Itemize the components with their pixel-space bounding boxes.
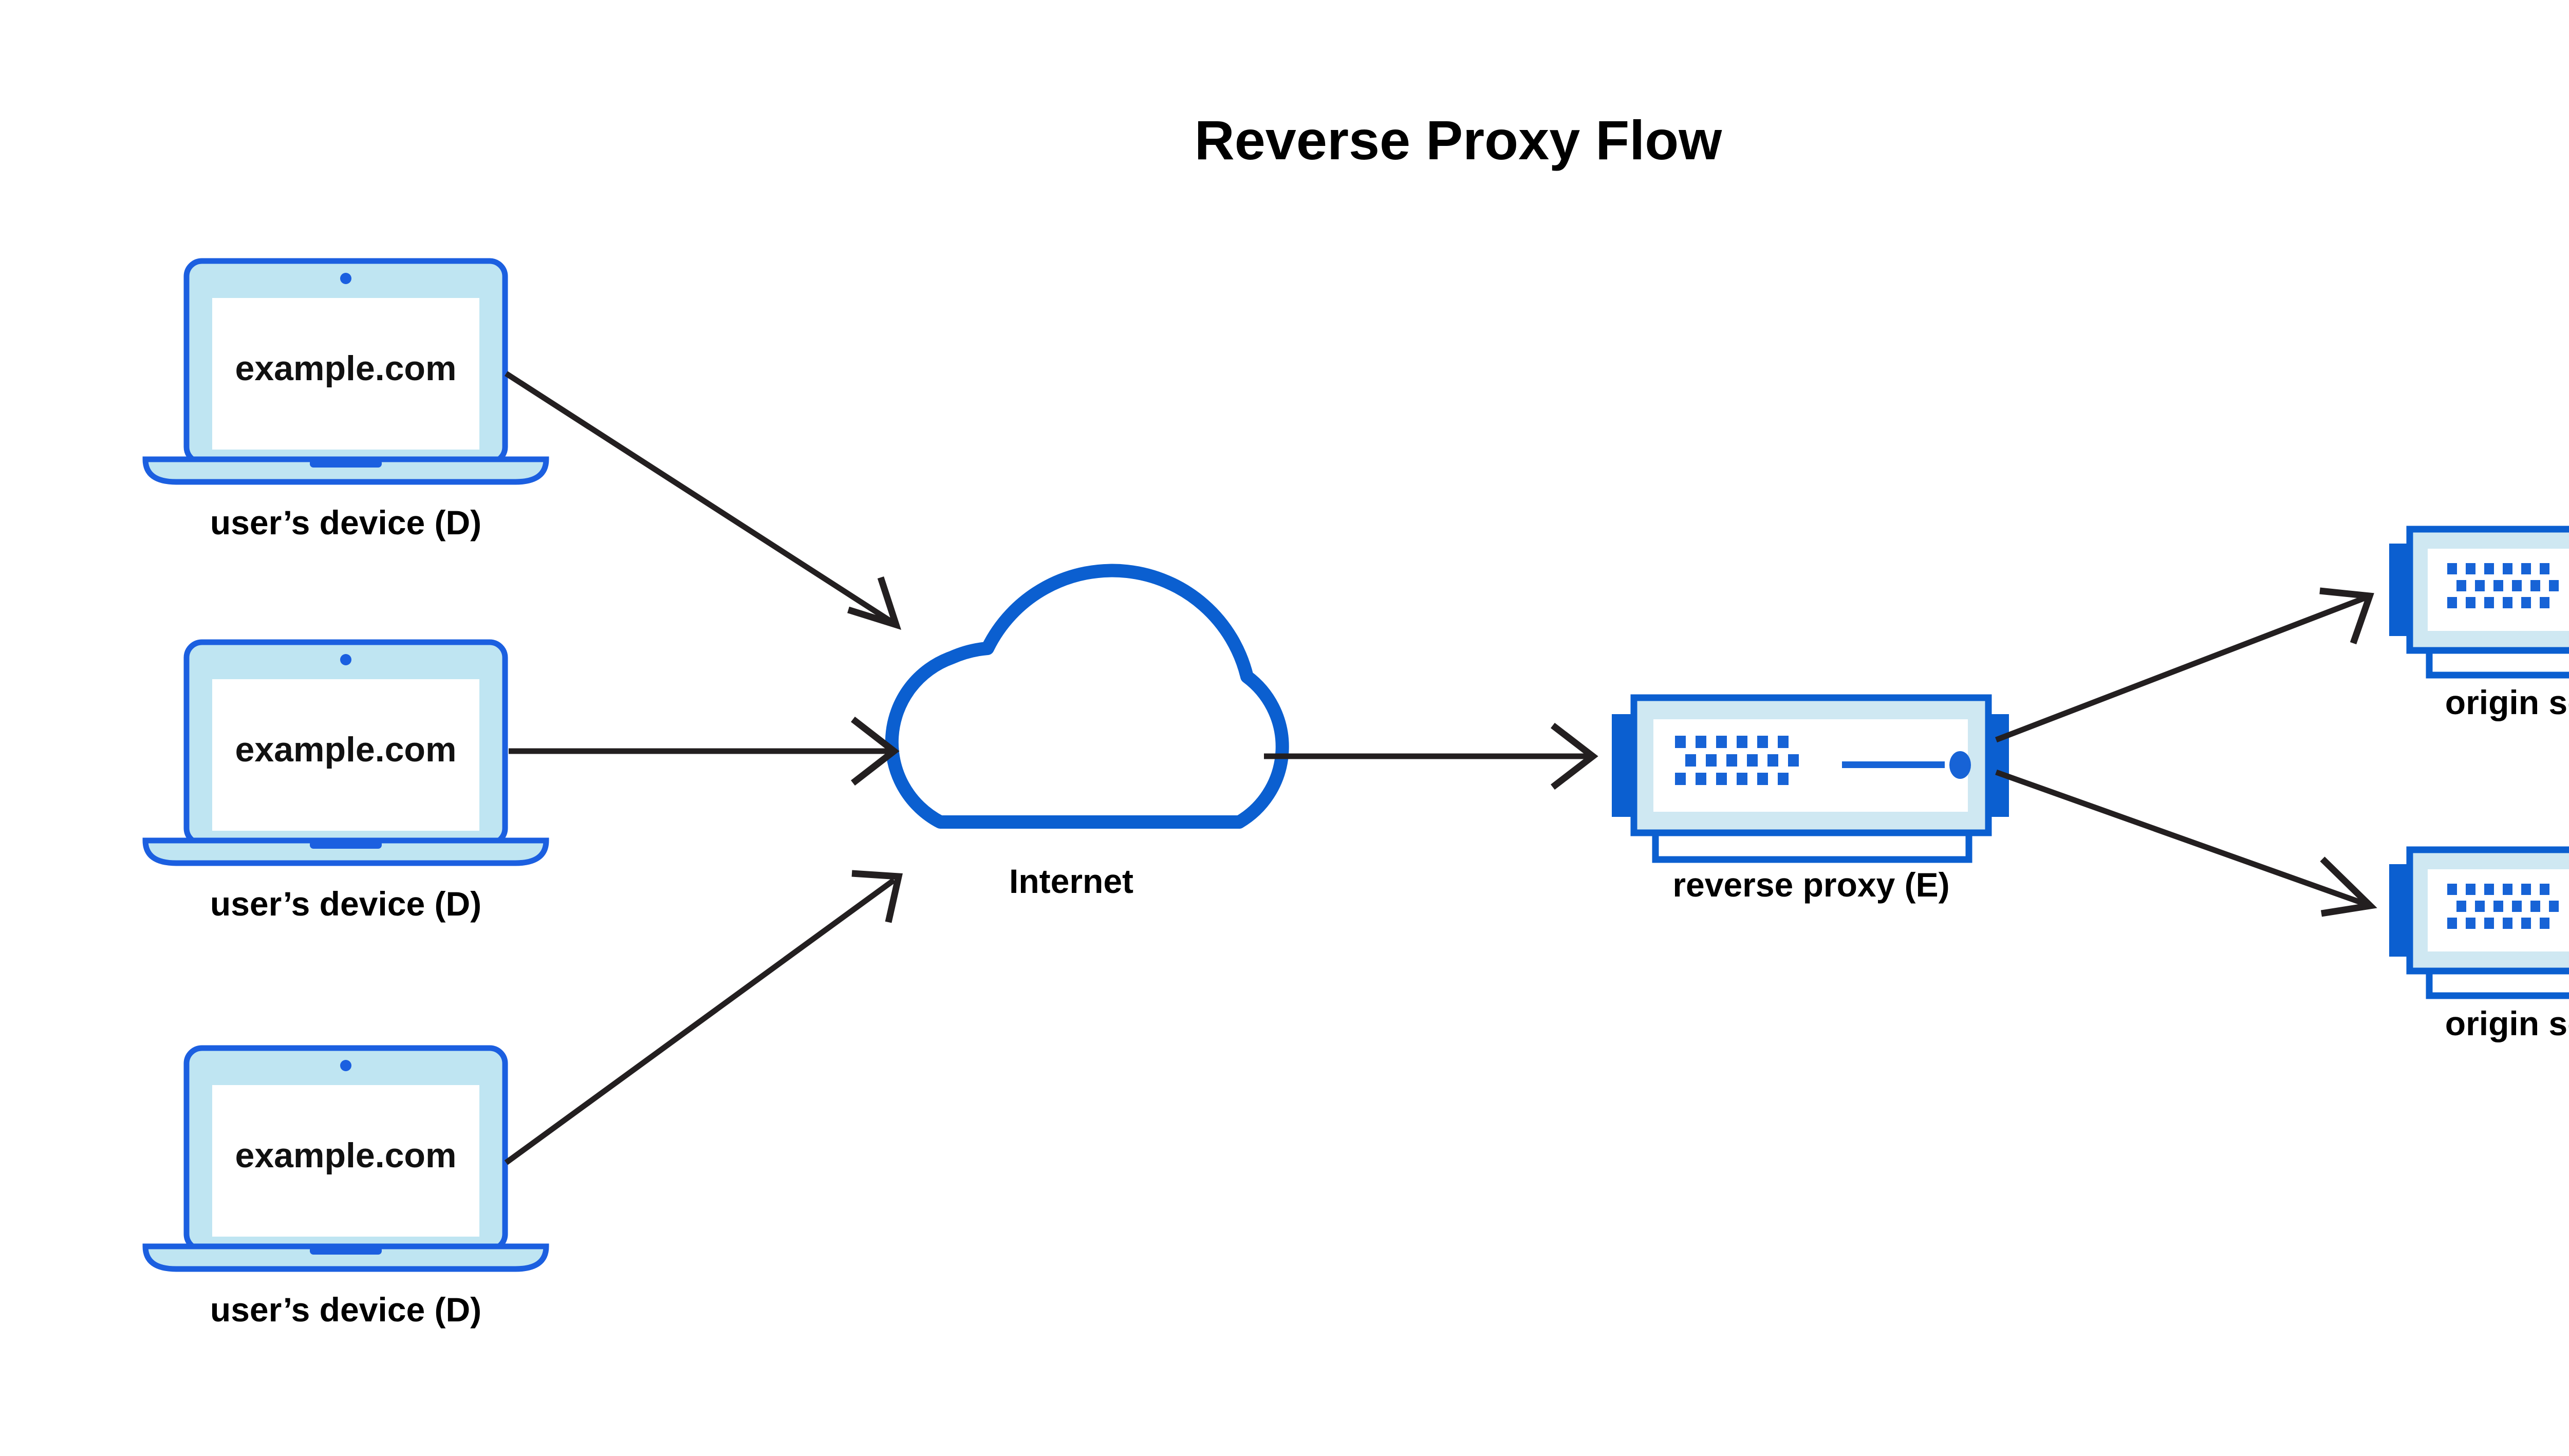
edge-proxy-origin2: [1995, 769, 2377, 917]
client-screen-text: example.com: [235, 1136, 457, 1175]
laptop-trackpad-notch: [310, 1246, 382, 1255]
edge-internet-proxy: [1264, 722, 1598, 790]
server-icon: [2389, 526, 2569, 679]
edge-proxy-origin1: [1995, 587, 2374, 743]
page-title: Reverse Proxy Flow: [1195, 109, 1722, 171]
server-shelf: [2426, 647, 2569, 679]
laptop-screen: [212, 1085, 479, 1237]
client-node-3[interactable]: example.com user’s device (D): [142, 1045, 549, 1329]
reverse-proxy-node[interactable]: reverse proxy (E): [1612, 694, 2009, 904]
client-label: user’s device (D): [210, 503, 481, 542]
client-screen-text: example.com: [235, 349, 457, 388]
client-screen-text: example.com: [235, 730, 457, 769]
laptop-base: [142, 456, 549, 485]
server-status-bar: [1842, 761, 1945, 768]
cloud-icon: [885, 564, 1289, 829]
server-shelf: [2426, 967, 2569, 999]
origin-server-label: origin server (F): [2445, 1004, 2569, 1042]
client-node-1[interactable]: example.com user’s device (D): [142, 258, 549, 542]
origin-server-label: origin server (F): [2445, 683, 2569, 721]
server-shelf: [1652, 829, 1972, 863]
server-vent-dots: [2447, 563, 2559, 608]
laptop-camera-icon: [340, 654, 351, 665]
server-vent-dots: [1675, 736, 1799, 785]
laptop-trackpad-notch: [310, 841, 382, 849]
cloud-shape: [885, 564, 1289, 829]
reverse-proxy-label: reverse proxy (E): [1672, 866, 1949, 904]
laptop-base: [142, 837, 549, 866]
laptop-icon: [142, 639, 549, 866]
laptop-camera-icon: [340, 273, 351, 284]
internet-label: Internet: [1009, 862, 1133, 900]
origin-server-node-1[interactable]: origin server (F): [2389, 526, 2569, 721]
laptop-icon: [142, 258, 549, 485]
laptop-base: [142, 1243, 549, 1272]
internet-node[interactable]: Internet: [885, 564, 1289, 900]
laptop-screen: [212, 679, 479, 831]
server-vent-dots: [2447, 884, 2559, 929]
server-icon: [2389, 846, 2569, 999]
edge-client3-internet: [504, 870, 903, 1165]
client-label: user’s device (D): [210, 1291, 481, 1329]
client-node-2[interactable]: example.com user’s device (D): [142, 639, 549, 923]
server-icon: [1612, 694, 2009, 863]
edge-client1-internet: [505, 371, 902, 630]
server-power-led-icon: [1949, 751, 1971, 779]
origin-server-node-2[interactable]: origin server (F): [2389, 846, 2569, 1042]
laptop-camera-icon: [340, 1060, 351, 1071]
laptop-icon: [142, 1045, 549, 1272]
edge-client2-internet: [509, 716, 900, 786]
client-label: user’s device (D): [210, 885, 481, 923]
laptop-trackpad-notch: [310, 459, 382, 468]
laptop-screen: [212, 298, 479, 450]
